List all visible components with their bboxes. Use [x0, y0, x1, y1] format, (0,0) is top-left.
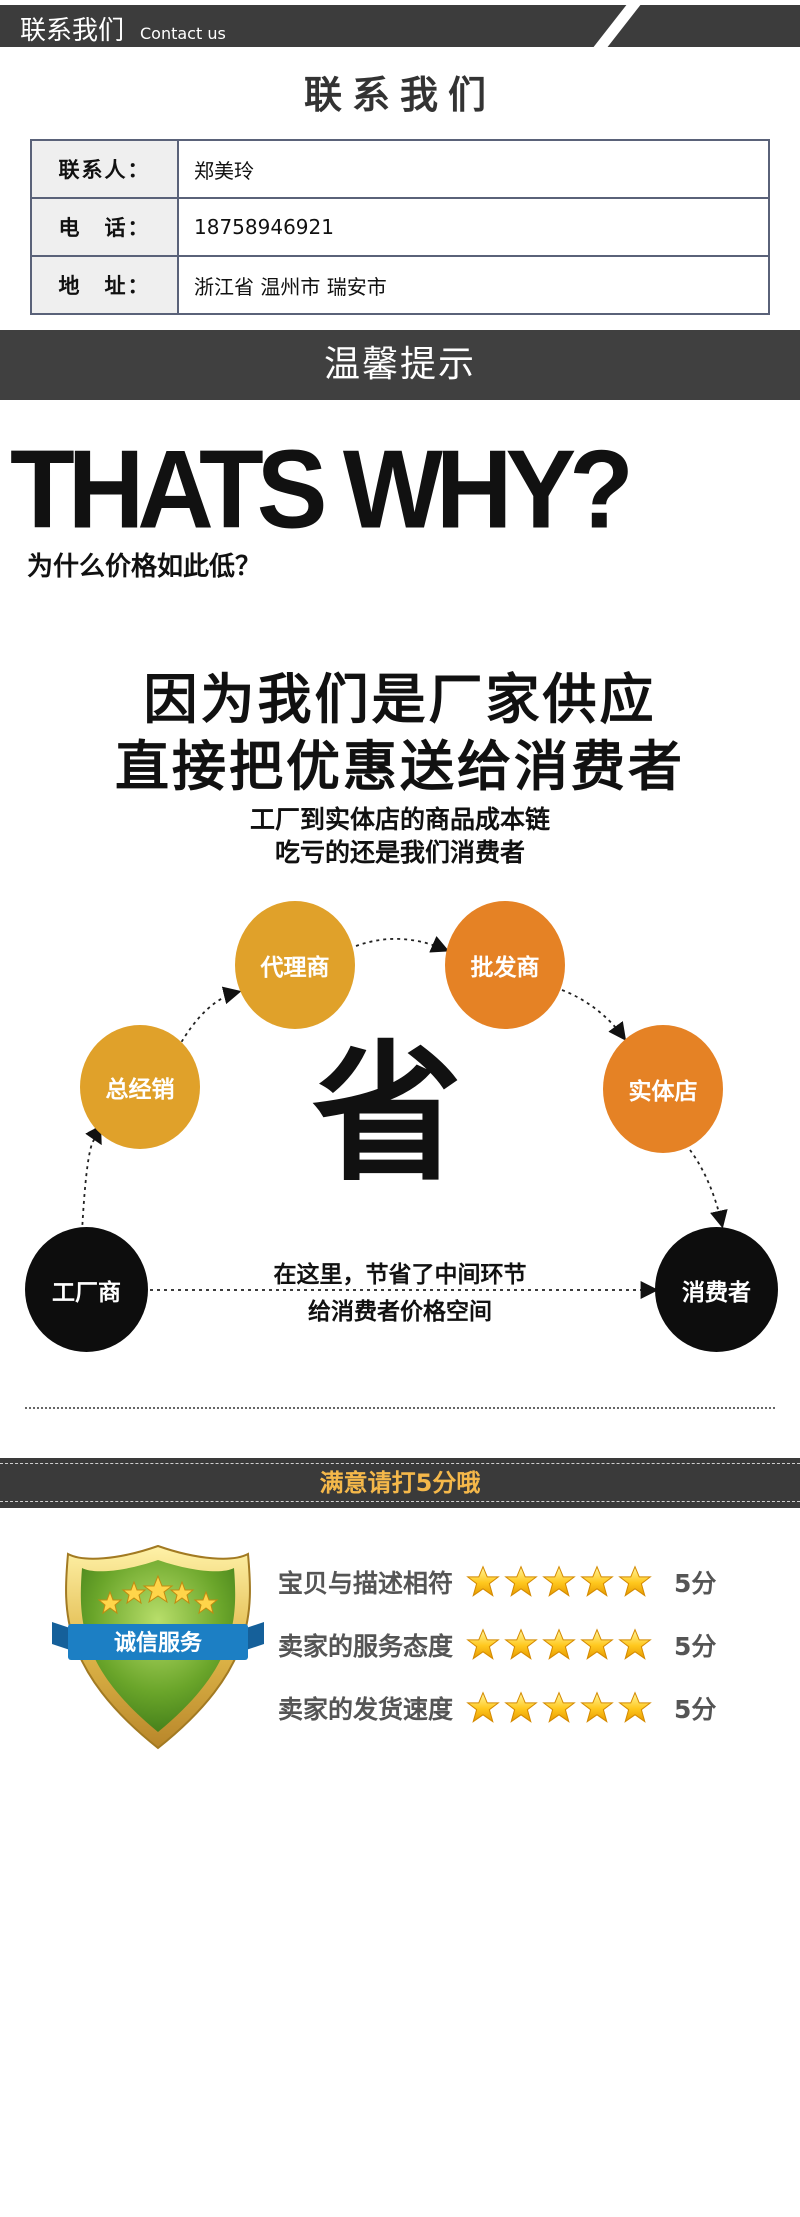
arrow-wholesaler-to-retailer [561, 989, 627, 1041]
star-icon [466, 1628, 500, 1660]
contact-label: 地 址： [32, 257, 179, 313]
star-icon [618, 1565, 652, 1597]
rating-bar-dash-top [0, 1463, 800, 1464]
node-factory: 工厂商 [25, 1227, 148, 1352]
diagram-caption-2: 给消费者价格空间 [308, 1299, 492, 1325]
node-wholesaler: 批发商 [445, 901, 565, 1029]
arrow-general-to-agent [177, 986, 242, 1049]
contact-value: 18758946921 [194, 215, 334, 239]
reason-line-2: 直接把优惠送给消费者 [115, 735, 685, 798]
star-icon [542, 1691, 576, 1723]
arrow-agent-to-wholesaler [355, 936, 450, 953]
star-icon [466, 1691, 500, 1723]
rating-score: 5分 [674, 1632, 717, 1661]
node-retailer: 实体店 [603, 1025, 723, 1153]
node-consumer: 消费者 [655, 1227, 778, 1352]
rating-score: 5分 [674, 1695, 717, 1724]
chain-line-2: 吃亏的还是我们消费者 [274, 838, 525, 867]
chain-line-1: 工厂到实体店的商品成本链 [249, 805, 550, 834]
dotted-divider [25, 1407, 775, 1409]
rating-label: 宝贝与描述相符 [278, 1569, 454, 1598]
save-character: 省 [312, 1028, 463, 1202]
contact-header-subtitle: Contact us [140, 24, 226, 43]
contact-value: 郑美玲 [194, 158, 254, 183]
badge-text: 诚信服务 [114, 1630, 203, 1656]
star-icon [580, 1565, 614, 1597]
why-subtitle: 为什么价格如此低？ [27, 552, 262, 582]
contact-value: 浙江省 温州市 瑞安市 [194, 274, 387, 299]
why-headline: THATS WHY? [10, 427, 634, 552]
contact-title: 联系我们 [303, 73, 496, 117]
contact-row-address: 地 址： 浙江省 温州市 瑞安市 [32, 257, 768, 315]
contact-row-phone: 电 话： 18758946921 [32, 199, 768, 257]
rating-bar-title: 满意请打5分哦 [319, 1469, 481, 1497]
rating-row-shipping: 卖家的发货速度 5分 [278, 1686, 716, 1730]
diagram-arrows [81, 936, 728, 1299]
contact-header-bar: 联系我们 Contact us [0, 5, 800, 47]
arrow-factory-to-general [81, 1125, 102, 1233]
star-icon [466, 1565, 500, 1597]
honest-service-badge: 诚信服务 [48, 1540, 268, 1755]
rating-label: 卖家的发货速度 [278, 1695, 454, 1724]
rating-bar-dash-bottom [0, 1501, 800, 1502]
rating-stars [466, 1628, 656, 1662]
contact-row-person: 联系人： 郑美玲 [32, 141, 768, 199]
rating-label: 卖家的服务态度 [278, 1632, 454, 1661]
arrow-retailer-to-consumer [689, 1149, 728, 1229]
star-icon [618, 1628, 652, 1660]
supply-chain-diagram: 工厂商 总经销 代理商 批发商 实体店 消费者 省 在这里，节省了中间环节 给消… [0, 880, 800, 1400]
node-general-agent: 总经销 [80, 1025, 200, 1149]
contact-label: 联系人： [32, 141, 179, 197]
rating-row-service: 卖家的服务态度 5分 [278, 1623, 716, 1667]
star-icon [504, 1628, 538, 1660]
star-icon [580, 1628, 614, 1660]
star-icon [542, 1565, 576, 1597]
star-icon [542, 1628, 576, 1660]
star-icon [504, 1691, 538, 1723]
rating-row-description: 宝贝与描述相符 5分 [278, 1560, 716, 1604]
contact-table: 联系人： 郑美玲 电 话： 18758946921 地 址： 浙江省 温州市 瑞… [30, 139, 770, 315]
contact-header-title: 联系我们 [20, 16, 125, 46]
rating-stars [466, 1691, 656, 1725]
rating-stars [466, 1565, 656, 1599]
star-icon [618, 1691, 652, 1723]
star-icon [504, 1565, 538, 1597]
shield-icon: 诚信服务 [52, 1544, 264, 1750]
reason-line-1: 因为我们是厂家供应 [143, 668, 657, 731]
contact-label: 电 话： [32, 199, 179, 255]
rating-score: 5分 [674, 1569, 717, 1598]
header-slash-decoration [593, 5, 641, 47]
rating-bar: 满意请打5分哦 [0, 1458, 800, 1508]
node-agent: 代理商 [235, 901, 355, 1029]
star-icon [580, 1691, 614, 1723]
diagram-caption-1: 在这里，节省了中间环节 [273, 1262, 527, 1288]
tips-bar: 温馨提示 [0, 330, 800, 400]
